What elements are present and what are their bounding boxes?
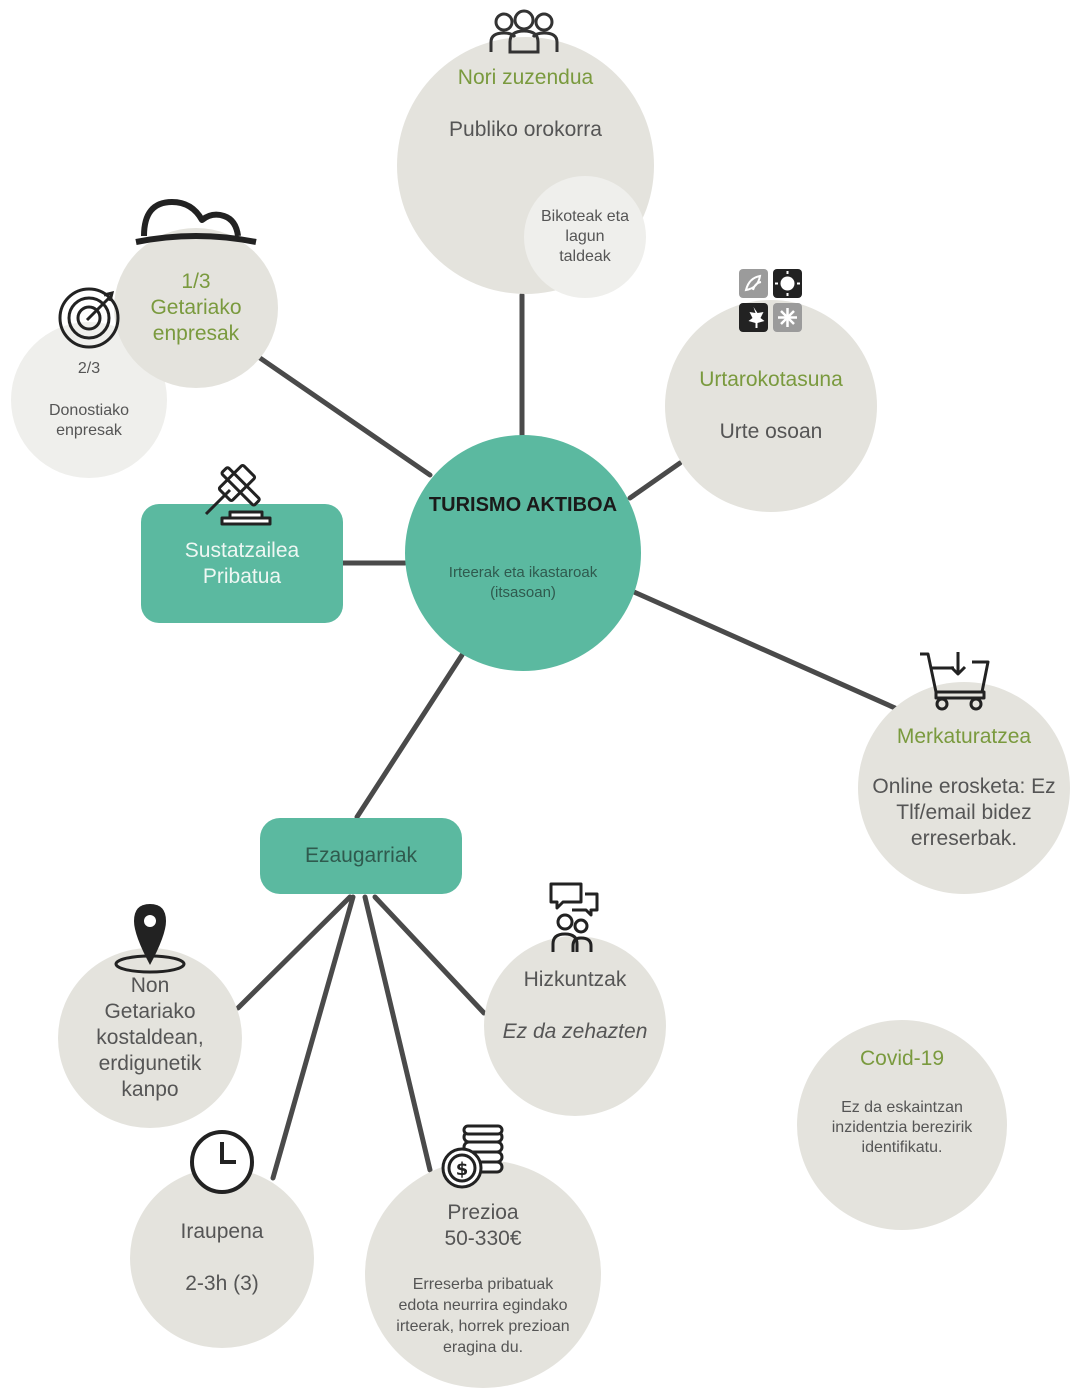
getaria-bubble: 1/3 Getariako enpresak [114,228,278,388]
languages-heading: Hizkuntzak [523,968,627,991]
price-value: 50-330€ [444,1227,522,1250]
seasons-icon [739,269,802,332]
seasonality-value: Urte osoan [719,420,823,443]
covid-heading: Covid-19 [859,1047,945,1070]
donostia-fraction: 2/3 [77,360,101,377]
audience-note: Bikoteak eta lagun taldeak [540,208,630,265]
promoter-label: Sustatzailea Pribatua [184,538,300,588]
languages-bubble: Hizkuntzak Ez da zehazten [484,936,666,1116]
center-title: TURISMO AKTIBOA [428,493,618,516]
features-box: Ezaugarriak [260,818,462,894]
people-group-icon [489,9,559,54]
price-heading: Prezioa [447,1201,519,1224]
languages-value: Ez da zehazten [502,1020,648,1043]
link-duration [270,894,356,1181]
donostia-label: Donostiako enpresak [48,402,130,439]
center-bubble: TURISMO AKTIBOA Irteerak eta ikastaroak … [405,435,641,671]
boat-cap-icon [135,199,257,245]
coins-icon: $ [441,1124,504,1189]
price-note: Erreserba pribatuak edota neurrira egind… [396,1276,570,1356]
duration-value: 2-3h (3) [185,1272,259,1295]
marketing-value: Online erosketa: Ez Tlf/email bidez erre… [872,775,1056,850]
link-features [354,652,465,820]
chat-people-icon [549,882,599,952]
target-icon [58,287,120,349]
audience-note-bubble: Bikoteak eta lagun taldeak [524,176,646,298]
covid-bubble: Covid-19 Ez da eskaintzan inzidentzia be… [797,1020,1007,1230]
location-value: Getariako kostaldean, erdigunetik kanpo [96,1000,204,1101]
marketing-heading: Merkaturatzea [896,725,1032,748]
link-marketing [631,589,898,711]
getaria-label: 1/3 Getariako enpresak [150,270,242,345]
svg-text:$: $ [456,1159,469,1180]
duration-heading: Iraupena [180,1220,264,1243]
location-heading: Non [130,974,170,997]
seasonality-heading: Urtarokotasuna [699,368,843,391]
link-languages [372,894,487,1016]
features-label: Ezaugarriak [304,844,418,867]
map-pin-icon [114,904,186,974]
promoter-box: Sustatzailea Pribatua [141,504,343,623]
gavel-icon [204,463,272,526]
seasonality-bubble: Urtarokotasuna Urte osoan [665,300,877,512]
center-subtitle: Irteerak eta ikastaroak (itsasoan) [448,563,598,601]
covid-value: Ez da eskaintzan inzidentzia berezirik i… [831,1099,973,1156]
link-seasonality [627,460,683,501]
location-bubble: Non Getariako kostaldean, erdigunetik ka… [58,948,242,1128]
duration-bubble: Iraupena 2-3h (3) [130,1168,314,1348]
clock-icon [190,1130,254,1194]
price-bubble: Prezioa 50-330€ Erreserba pribatuak edot… [365,1160,601,1388]
audience-heading: Nori zuzendua [457,66,594,89]
shopping-cart-icon [920,652,990,711]
audience-value: Publiko orokorra [449,118,602,141]
link-companies [257,355,433,478]
link-location [235,894,353,1011]
link-price [362,894,433,1173]
marketing-bubble: Merkaturatzea Online erosketa: Ez Tlf/em… [858,682,1070,894]
